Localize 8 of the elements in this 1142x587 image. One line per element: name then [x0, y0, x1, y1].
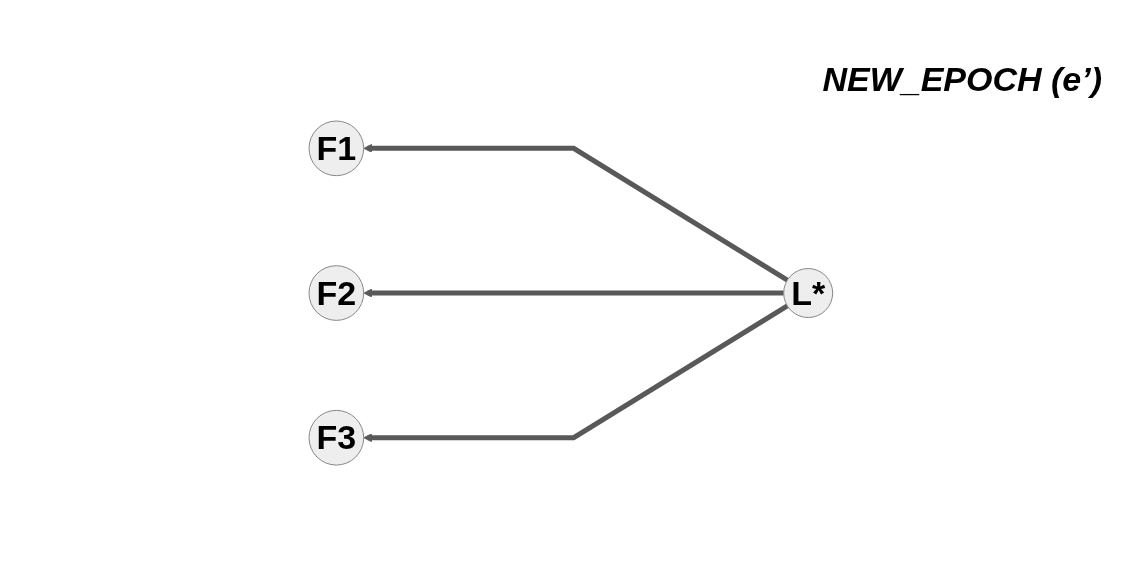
arrow	[363, 304, 789, 443]
arrow	[363, 144, 789, 283]
annotation-text: NEW_EPOCH (e’)	[822, 60, 1102, 99]
node-circle: F3	[308, 410, 365, 467]
node-circle: L*	[783, 268, 834, 319]
arrow	[363, 289, 784, 298]
node-circle: F1	[308, 120, 365, 177]
node-circle: F2	[308, 265, 365, 322]
